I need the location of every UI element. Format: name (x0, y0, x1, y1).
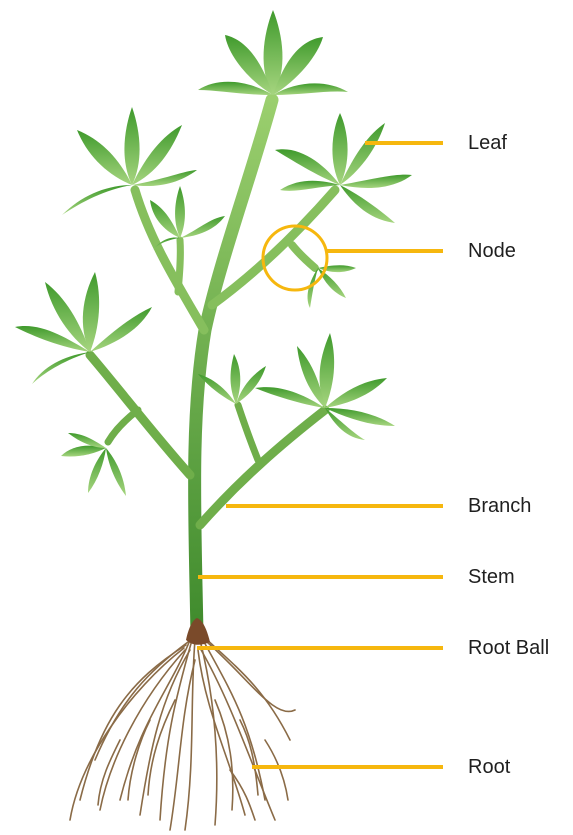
leaf-cluster-small-top (150, 186, 225, 253)
labels: Leaf Node Branch Stem Root Ball Root (468, 132, 549, 778)
label-node: Node (468, 240, 516, 262)
small-left-twig (178, 240, 180, 292)
label-root: Root (468, 756, 511, 778)
left-branch (90, 355, 190, 475)
leaf-cluster-lower-left (61, 433, 126, 496)
leaf-cluster-top (198, 10, 348, 95)
leaf-cluster-mid (198, 354, 266, 404)
upper-left-branch (135, 190, 204, 330)
roots (70, 638, 295, 830)
leaf-cluster-right (255, 333, 395, 440)
left-lower-twig (108, 410, 138, 442)
leaf-cluster-upper-right (275, 113, 412, 223)
leaf-cluster-left (15, 272, 152, 384)
label-root-ball: Root Ball (468, 637, 549, 659)
right-mid-twig (238, 405, 258, 460)
root-ball (186, 618, 210, 645)
node-branch (292, 245, 315, 268)
label-branch: Branch (468, 495, 531, 517)
label-leaf: Leaf (468, 132, 507, 154)
label-stem: Stem (468, 566, 515, 588)
